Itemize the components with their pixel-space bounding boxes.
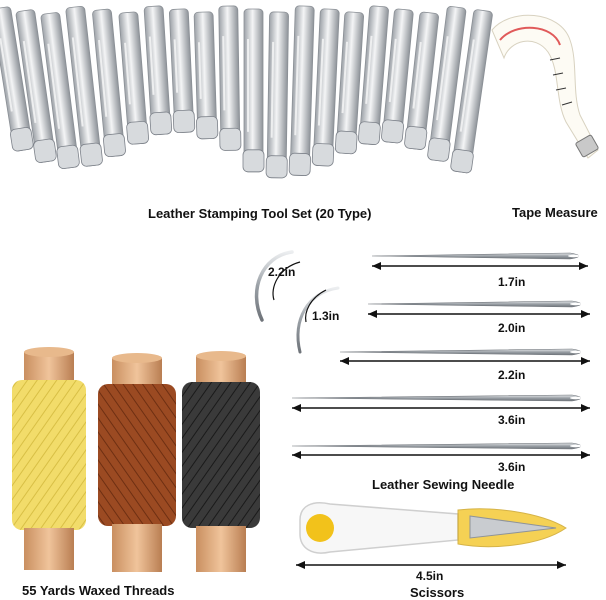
thread-spool-brown [98,353,176,572]
needle-4-dimension: 3.6in [498,413,526,427]
waxed-threads [12,347,260,572]
stamping-label: Leather Stamping Tool Set (20 Type) [148,206,372,221]
sewing-needle [291,394,582,402]
thread-spool-black [182,351,260,572]
needle-3-dimension: 2.2in [498,368,526,382]
scissors-dimension-arrow [296,561,566,569]
stamping-tool [193,11,219,140]
stamping-tool [218,5,242,151]
dimension-arrow [340,357,590,365]
stamping-tool [265,11,289,179]
stamping-tool [242,8,265,173]
dimension-arrow [372,262,588,270]
stamping-tool [334,11,365,155]
stamping-tool [450,9,493,174]
straight-needles [291,252,590,459]
stamping-tool [0,6,34,152]
needle-5-dimension: 3.6in [498,460,526,474]
stamping-tool [118,11,149,145]
stamping-tool [288,5,315,176]
scissors-label: Scissors [410,585,465,600]
tape-measure [491,14,599,159]
curved-needles [254,250,340,354]
thread-spool-yellow [12,347,86,570]
sewing-needle [367,300,582,308]
stamping-tool [427,6,467,162]
stamping-tool [65,5,103,167]
needle-1-dimension: 1.7in [498,275,526,289]
stamping-tool [358,5,389,145]
stamping-tool [143,5,173,136]
curved-large-dimension: 2.2in [268,265,296,279]
tape-label: Tape Measure [512,205,598,220]
needles-label: Leather Sewing Needle [372,477,515,492]
stamping-tool-set [0,5,493,179]
needle-2-dimension: 2.0in [498,321,526,335]
stamping-tool [168,8,196,134]
scissors-dimension: 4.5in [416,569,444,583]
curved-small-dimension: 1.3in [312,309,340,323]
stamping-tool [404,11,439,150]
dimension-arrow [292,451,590,459]
stamping-tool [15,9,57,163]
sewing-needle [371,252,580,260]
dimension-arrow [292,404,590,412]
sewing-needle [291,442,582,450]
stamping-tool [381,8,414,144]
thread-scissors [299,502,567,554]
threads-label: 55 Yards Waxed Threads [22,583,175,598]
stamping-tool [40,12,80,169]
stamping-tool [311,8,340,167]
sewing-needle [339,348,582,356]
stamping-tool [92,8,126,158]
dimension-arrow [368,310,590,318]
